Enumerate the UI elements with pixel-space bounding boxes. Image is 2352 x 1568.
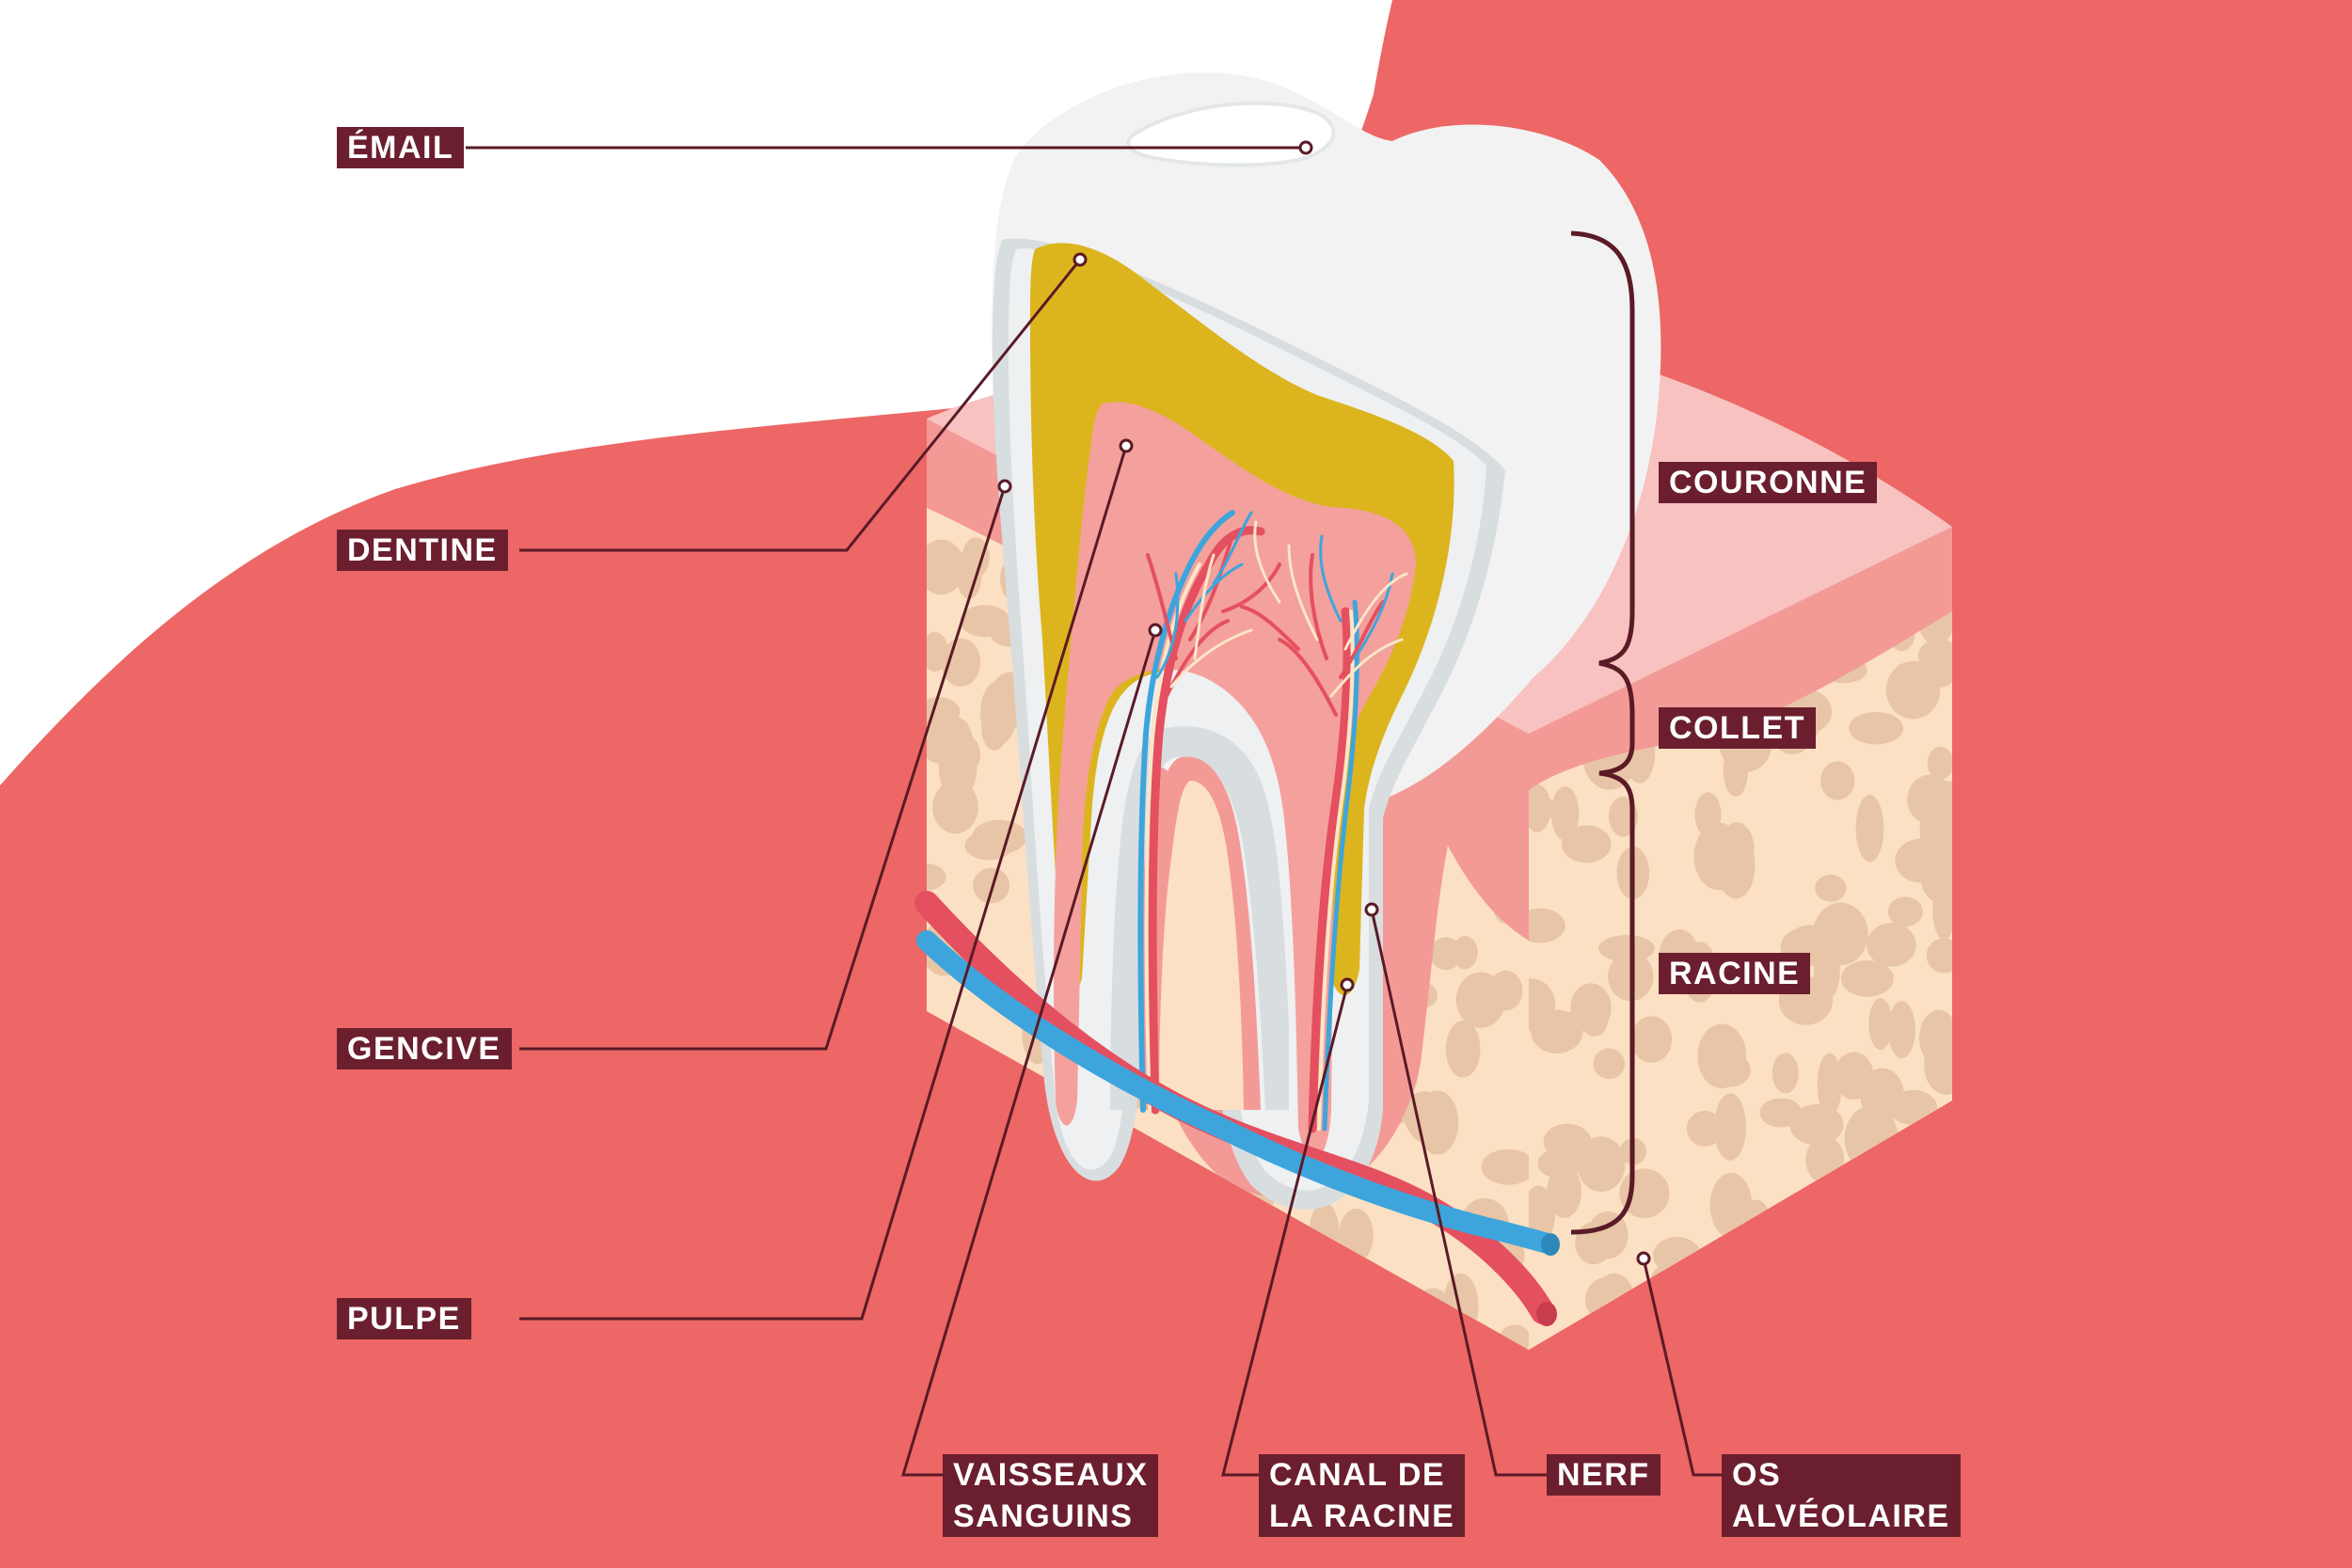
bone-pore bbox=[1759, 1098, 1803, 1128]
bone-pore bbox=[1917, 639, 1952, 673]
marker-email-icon bbox=[1298, 140, 1313, 155]
label-os-line1: OS bbox=[1732, 1457, 1782, 1493]
bone-pore bbox=[1840, 959, 1894, 997]
label-vaisseaux-line1: VAISSEAUX bbox=[953, 1457, 1149, 1493]
label-nerf: NERF bbox=[1547, 1454, 1661, 1496]
bone-pore bbox=[1867, 923, 1916, 967]
bone-pore bbox=[1888, 1089, 1938, 1125]
bone-pore bbox=[1547, 1164, 1582, 1218]
bone-pore bbox=[927, 863, 946, 891]
bone-pore bbox=[1714, 1093, 1746, 1161]
bone-pore bbox=[1926, 938, 1952, 974]
bone-pore bbox=[1927, 746, 1952, 780]
bone-pore bbox=[1488, 970, 1523, 1011]
label-couronne: COURONNE bbox=[1659, 462, 1878, 503]
bone-pore bbox=[1723, 742, 1749, 798]
label-vaisseaux-sanguins: VAISSEAUX SANGUINS bbox=[943, 1454, 1159, 1537]
marker-vaisseaux-icon bbox=[1148, 623, 1163, 638]
bone-pore bbox=[1630, 1016, 1673, 1063]
bone-pore bbox=[1561, 825, 1612, 863]
bone-pore bbox=[1815, 874, 1847, 902]
bone-pore bbox=[1887, 1001, 1915, 1059]
label-gencive: GENCIVE bbox=[337, 1028, 512, 1069]
bone-pore bbox=[1885, 660, 1941, 720]
bone-pore bbox=[1529, 784, 1551, 832]
bone-pore bbox=[1577, 1136, 1626, 1192]
bone-pore bbox=[927, 539, 965, 595]
label-dentine: DENTINE bbox=[337, 530, 508, 571]
bone-pore bbox=[1531, 1009, 1583, 1053]
label-email: ÉMAIL bbox=[337, 127, 465, 168]
marker-pulpe-icon bbox=[1119, 438, 1134, 453]
bone-pore bbox=[1686, 1110, 1724, 1147]
marker-canal-icon bbox=[1340, 977, 1355, 992]
label-os-line2: ALVÉOLAIRE bbox=[1732, 1498, 1950, 1534]
bone-pore bbox=[1918, 781, 1952, 823]
bone-pore bbox=[1697, 1023, 1747, 1089]
bone-pore bbox=[956, 547, 982, 599]
bone-pore bbox=[964, 831, 1013, 861]
bone-pore bbox=[1849, 711, 1903, 745]
bone-pore bbox=[1598, 935, 1655, 962]
bone-pore bbox=[941, 638, 981, 687]
label-vaisseaux-line2: SANGUINS bbox=[953, 1498, 1134, 1534]
label-collet: COLLET bbox=[1659, 707, 1816, 749]
bone-pore bbox=[1429, 937, 1463, 971]
bone-pore bbox=[1581, 1007, 1608, 1037]
bone-pore bbox=[927, 723, 963, 765]
bone-pore bbox=[1789, 1104, 1844, 1146]
bone-pore bbox=[1481, 1148, 1529, 1185]
bone-pore bbox=[1550, 786, 1580, 841]
bone-pore bbox=[1932, 878, 1952, 941]
label-canal-line1: CANAL DE bbox=[1269, 1457, 1446, 1493]
vein-main bbox=[916, 930, 1558, 1254]
bone-pore bbox=[1788, 925, 1832, 962]
bone-pore bbox=[1924, 1037, 1952, 1080]
bone-pore bbox=[1406, 1093, 1453, 1145]
bone-pore bbox=[1855, 795, 1884, 863]
marker-gencive-icon bbox=[997, 479, 1012, 494]
bone-pore bbox=[1772, 1053, 1799, 1094]
bone-pore bbox=[1445, 1021, 1481, 1078]
marker-nerf-icon bbox=[1364, 902, 1379, 917]
label-pulpe: PULPE bbox=[337, 1298, 471, 1339]
label-racine: RACINE bbox=[1659, 953, 1811, 994]
bone-pore bbox=[1868, 998, 1893, 1051]
bone-pore bbox=[1593, 1048, 1626, 1080]
bone-pore bbox=[927, 697, 961, 727]
label-canal-line2: LA RACINE bbox=[1269, 1498, 1455, 1534]
marker-dentine-icon bbox=[1073, 252, 1088, 267]
bone-pore bbox=[1537, 1148, 1583, 1180]
bone-pore bbox=[1820, 761, 1855, 800]
marker-os-icon bbox=[1636, 1251, 1651, 1266]
label-os-alveolaire: OS ALVÉOLAIRE bbox=[1722, 1454, 1961, 1537]
bone-pore bbox=[960, 605, 1010, 638]
bone-pore bbox=[1719, 822, 1755, 875]
bracket-icon bbox=[1570, 230, 1635, 1235]
label-canal-de-la-racine: CANAL DE LA RACINE bbox=[1259, 1454, 1466, 1537]
bone-pore bbox=[1529, 908, 1565, 943]
bone-pore bbox=[973, 867, 1010, 904]
bone-pore bbox=[1887, 896, 1923, 927]
